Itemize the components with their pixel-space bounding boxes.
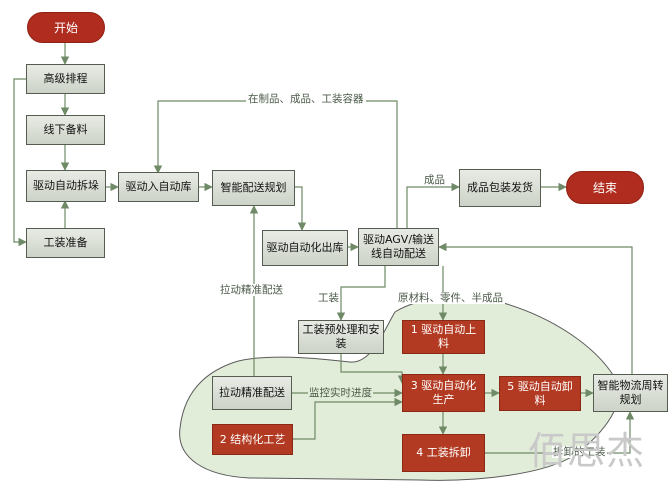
edge-logistics-agv xyxy=(438,242,633,374)
auto-unloading-box: 5 驱动自动卸料 xyxy=(499,376,581,411)
auto-outbound-box: 驱动自动化出库 xyxy=(262,230,348,266)
smart-delivery-planning-box: 智能配送规划 xyxy=(212,170,295,206)
finished-packing-box: 成品包装发货 xyxy=(459,169,541,207)
offline-prep-box: 线下备料 xyxy=(26,115,105,145)
edge-plan-autoout xyxy=(295,186,307,231)
pull-delivery-box: 拉动精准配送 xyxy=(212,376,292,410)
materials-label: 原材料、零件、半成品 xyxy=(396,292,505,304)
logistics-planning-box: 智能物流周转规划 xyxy=(593,374,668,412)
into-auto-store-box: 驱动入自动库 xyxy=(118,172,199,202)
tooling-prep-box: 工装准备 xyxy=(26,228,105,258)
auto-loading-box: 1 驱动自动上料 xyxy=(402,320,485,354)
removed-tooling-label: 拆卸的工装 xyxy=(552,446,607,458)
agv-conveyor-delivery-box: 驱动AGV/输送线自动配送 xyxy=(358,228,439,266)
auto-production-box: 3 驱动自动化生产 xyxy=(402,374,485,412)
edge-agv-packing xyxy=(406,182,460,228)
edge-toolremove-logistics xyxy=(485,411,635,454)
monitor-progress-label: 监控实时进度 xyxy=(308,387,373,399)
tooling-label: 工装 xyxy=(318,292,339,304)
watermark: 佰思杰 xyxy=(528,429,646,473)
edge-agv-pretreat xyxy=(336,266,386,321)
auto-disassemble-box: 驱动自动拆垛 xyxy=(26,170,106,202)
edge-craft-production xyxy=(293,397,403,440)
tooling-pretreat-box: 工装预处理和安装 xyxy=(298,320,384,354)
advanced-scheduling-box: 高级排程 xyxy=(26,64,105,94)
end-terminal: 结束 xyxy=(566,171,644,204)
structured-craft-box: 2 结构化工艺 xyxy=(212,424,293,455)
finished-goods-label: 成品 xyxy=(424,174,445,186)
pull-precise-label: 拉动精准配送 xyxy=(218,284,285,296)
tooling-removal-box: 4 工装拆卸 xyxy=(402,434,485,472)
edge-schedule-tooling xyxy=(13,78,27,247)
start-terminal: 开始 xyxy=(27,12,105,43)
edge-agv-store-loop xyxy=(153,100,398,228)
wip-return-label: 在制品、成品、工装容器 xyxy=(246,93,366,105)
